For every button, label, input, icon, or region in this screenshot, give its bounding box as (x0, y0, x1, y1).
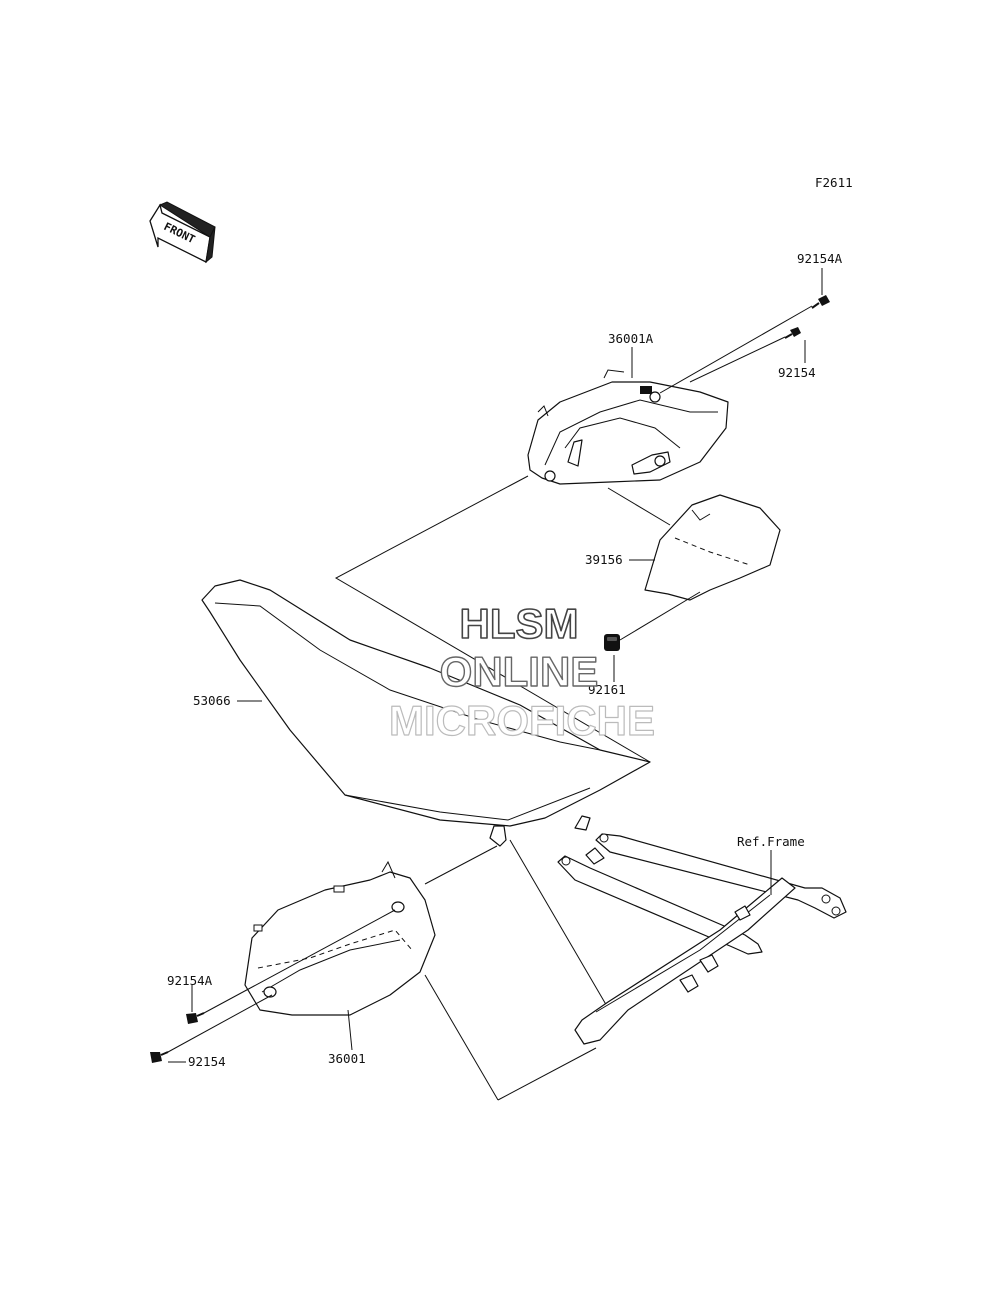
bolt-92154-top (784, 327, 801, 339)
callout-53066: 53066 (193, 693, 231, 708)
callout-92154-top: 92154 (778, 365, 816, 380)
seat (201, 579, 651, 847)
sub-frame (557, 833, 847, 1045)
callout-92154A-bottom: 92154A (167, 973, 213, 988)
callout-36001A: 36001A (608, 331, 654, 346)
front-arrow-icon: FRONT (149, 201, 216, 264)
side-cover-left (244, 860, 436, 1016)
watermark-line1: HLSM (460, 600, 579, 647)
callout-36001: 36001 (328, 1051, 366, 1066)
callout-39156: 39156 (585, 552, 623, 567)
callout-92154-bottom: 92154 (188, 1054, 226, 1069)
watermark-line2: ONLINE (440, 648, 599, 695)
bolt-92154-bottom (150, 1051, 169, 1063)
callout-92154A-top: 92154A (797, 251, 843, 266)
side-cover-right (527, 369, 729, 485)
callout-ref-frame: Ref.Frame (737, 834, 805, 849)
figure-code: F2611 (815, 175, 853, 190)
callout-92161: 92161 (588, 682, 626, 697)
watermark-line3: MICROFICHE (389, 697, 655, 744)
cushion-92161 (604, 634, 620, 651)
heat-guard-pad (644, 494, 781, 601)
bolt-92154A-bottom (186, 1012, 205, 1024)
bolt-92154A-top (811, 295, 830, 309)
